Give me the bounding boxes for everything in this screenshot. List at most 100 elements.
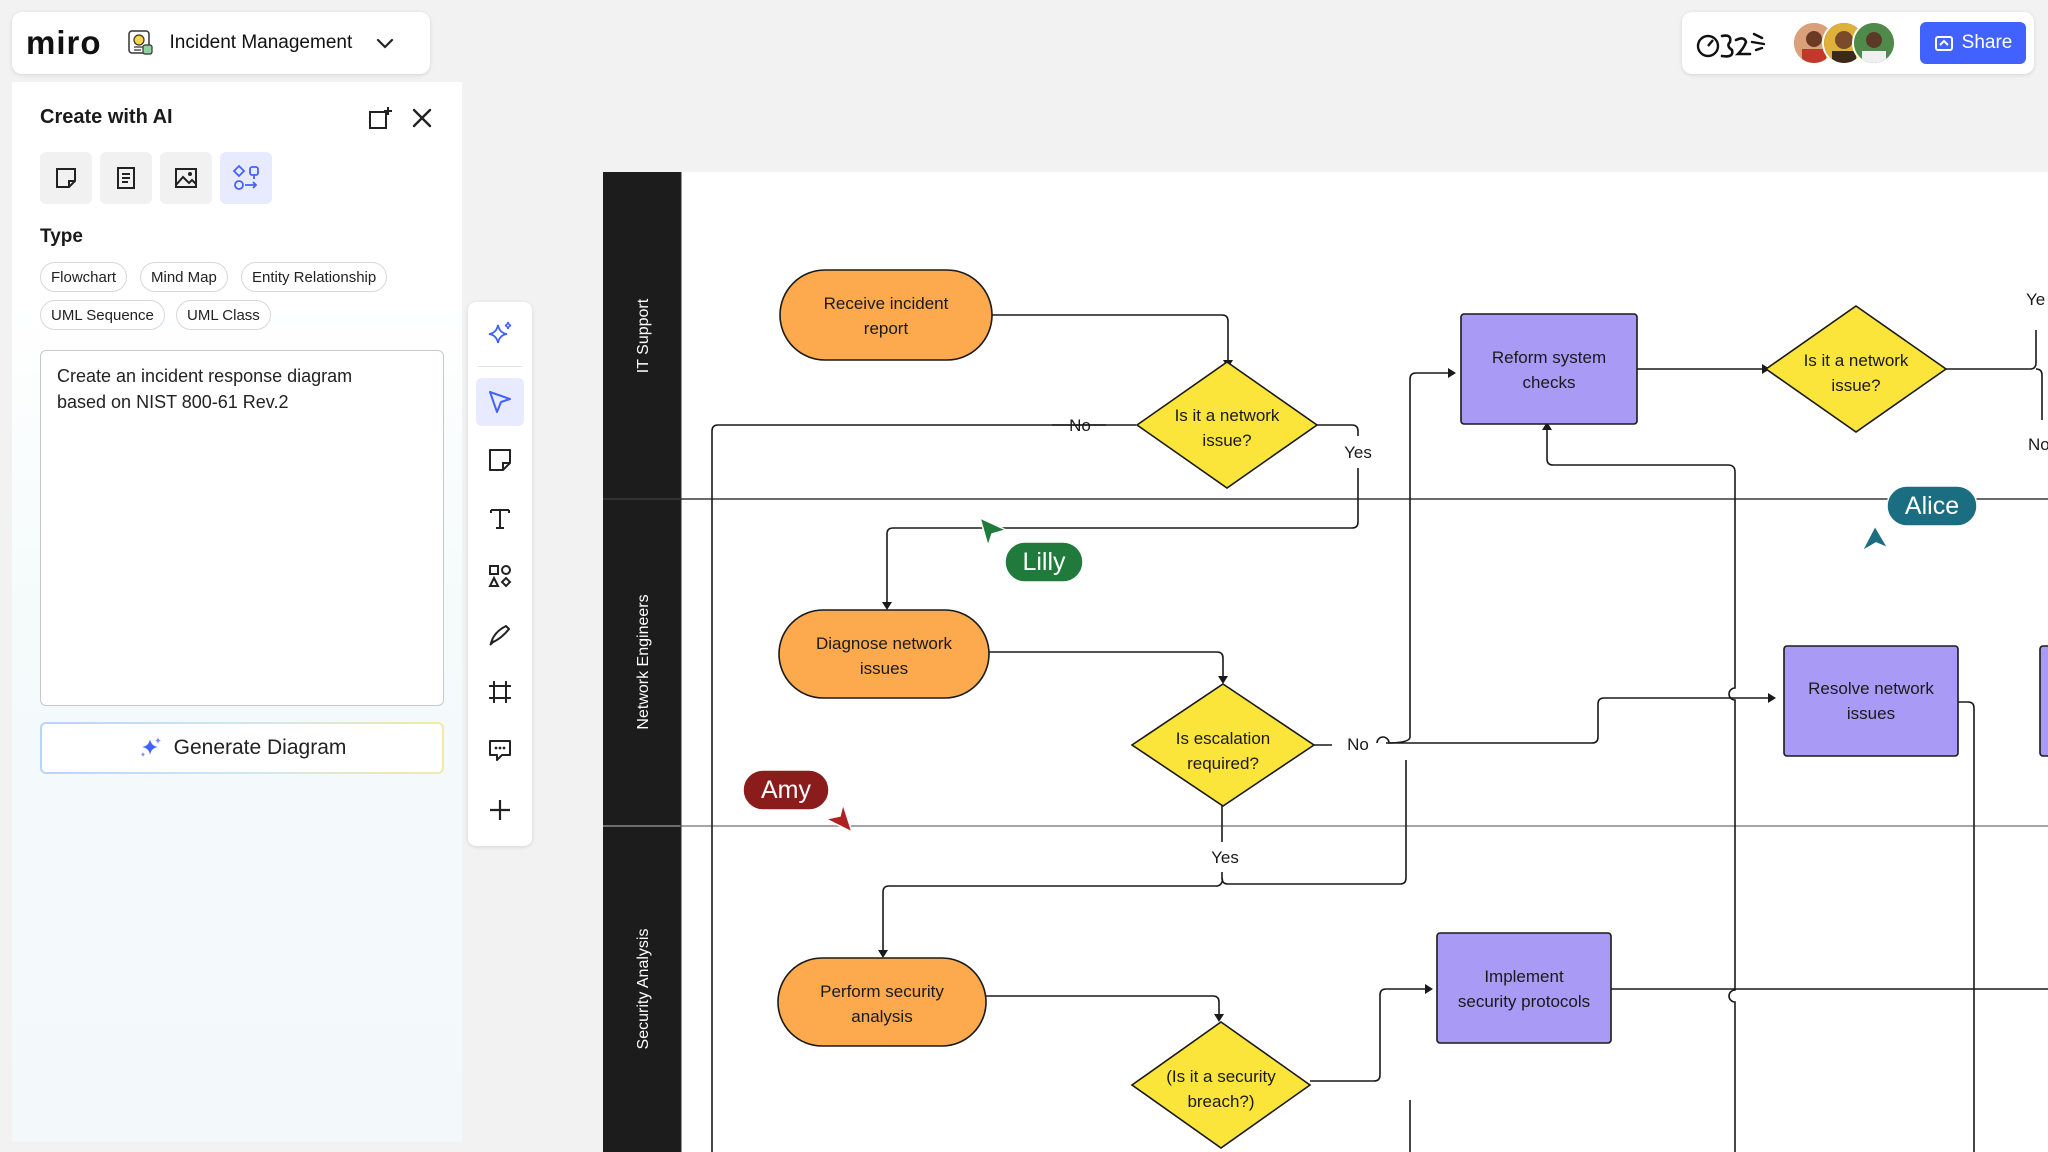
- tool-ai[interactable]: [476, 310, 524, 358]
- edge-label-yes: Yes: [1211, 848, 1239, 867]
- node-resolve-network-issues[interactable]: Resolve network issues: [1783, 645, 1959, 757]
- lane-header-it-support: [603, 172, 681, 499]
- node-text: checks: [1523, 373, 1576, 392]
- lane-label-security-analysis: Security Analysis: [635, 929, 652, 1050]
- tool-more[interactable]: [476, 786, 524, 834]
- decision-is-network-issue[interactable]: Is it a network issue?: [1135, 361, 1319, 489]
- miro-logo[interactable]: miro: [26, 24, 102, 61]
- type-chip-mind-map[interactable]: Mind Map: [140, 262, 228, 292]
- chevron-down-icon[interactable]: [374, 32, 396, 54]
- ai-sparkle-icon: [488, 321, 512, 344]
- sparkle-icon: [140, 737, 161, 757]
- cursor-lilly: Lilly: [978, 516, 1084, 583]
- node-receive-incident-report[interactable]: Receive incident report: [779, 269, 993, 361]
- share-button[interactable]: Share: [1920, 22, 2026, 64]
- tool-sticky-note[interactable]: [476, 436, 524, 484]
- node-text: Is it a network: [1804, 351, 1909, 370]
- tool-text[interactable]: [476, 494, 524, 542]
- comment-icon: [489, 740, 511, 761]
- new-board-icon[interactable]: [366, 104, 394, 132]
- node-text: Reform system: [1492, 348, 1606, 367]
- decision-is-security-breach[interactable]: (Is it a security breach?): [1130, 1021, 1312, 1149]
- lane-label-network-engineers: Network Engineers: [635, 594, 652, 729]
- frame-icon: [489, 681, 511, 703]
- node-text: analysis: [851, 1007, 912, 1026]
- type-label: Type: [40, 226, 83, 247]
- prompt-line: based on NIST 800-61 Rev.2: [57, 392, 289, 412]
- mode-diagram[interactable]: [220, 152, 272, 204]
- edge-label-no-clipped: No: [2028, 435, 2048, 454]
- mode-document[interactable]: [100, 152, 152, 204]
- node-diagnose-network-issues[interactable]: Diagnose network issues: [778, 609, 990, 699]
- node-text: Resolve network: [1808, 679, 1934, 698]
- text-icon: [490, 509, 510, 529]
- avatar[interactable]: [1852, 21, 1896, 65]
- cursor-name: Alice: [1905, 492, 1959, 520]
- pen-icon: [489, 625, 510, 646]
- decision-is-escalation-required[interactable]: Is escalation required?: [1130, 683, 1316, 807]
- tool-pen[interactable]: [476, 610, 524, 658]
- lane-header-security-analysis: [603, 826, 681, 1152]
- shapes-icon: [488, 565, 512, 588]
- node-text: Is it a network: [1175, 406, 1280, 425]
- node-text: Receive incident: [824, 294, 949, 313]
- tool-comment[interactable]: [476, 726, 524, 774]
- board-name[interactable]: Incident Management: [169, 32, 353, 53]
- edge-label-no: No: [1069, 416, 1091, 435]
- reactions-icon[interactable]: [1696, 26, 1768, 60]
- close-icon[interactable]: [408, 104, 436, 132]
- creation-toolbar: [468, 302, 532, 846]
- type-chip-flowchart[interactable]: Flowchart: [40, 262, 128, 292]
- panel-title: Create with AI: [40, 106, 173, 128]
- sticky-note-icon: [489, 449, 511, 471]
- cursor-amy: Amy: [742, 769, 854, 834]
- node-clipped-edge[interactable]: [2039, 645, 2048, 757]
- sticky-note-icon: [56, 168, 76, 188]
- type-chip-uml-sequence[interactable]: UML Sequence: [40, 300, 165, 330]
- create-with-ai-panel: Create with AI Type Flowchart Mind Map E…: [12, 82, 462, 1142]
- decision-is-network-issue-b[interactable]: Is it a network issue?: [1764, 305, 1948, 433]
- generate-label: Generate Diagram: [173, 736, 347, 759]
- arrowheads: [878, 360, 1776, 1022]
- lane-header-network-engineers: [603, 499, 681, 826]
- type-chip-entity-relationship[interactable]: Entity Relationship: [241, 262, 388, 292]
- select-icon: [489, 391, 511, 413]
- node-implement-security-protocols[interactable]: Implement security protocols: [1436, 932, 1612, 1044]
- cursor-name: Amy: [761, 776, 812, 804]
- node-text: required?: [1187, 754, 1259, 773]
- cursor-alice: Alice: [1860, 485, 1978, 553]
- plus-icon: [490, 800, 510, 820]
- share-label: Share: [1961, 32, 2013, 53]
- generate-diagram-button[interactable]: Generate Diagram: [40, 722, 444, 774]
- type-chip-uml-class[interactable]: UML Class: [176, 300, 271, 330]
- collaboration-bar: Share: [1682, 12, 2034, 74]
- node-text: security protocols: [1458, 992, 1590, 1011]
- mode-sticky-note[interactable]: [40, 152, 92, 204]
- edge-label-no: No: [1347, 735, 1369, 754]
- node-text: Implement: [1484, 967, 1564, 986]
- board-icon: [127, 30, 153, 55]
- node-text: issues: [860, 659, 908, 678]
- tool-frame[interactable]: [476, 668, 524, 716]
- node-reform-system-checks[interactable]: Reform system checks: [1460, 313, 1638, 425]
- share-lock-icon: [1934, 36, 1953, 51]
- node-text: breach?): [1187, 1092, 1254, 1111]
- node-text: (Is it a security: [1166, 1067, 1276, 1086]
- tool-select[interactable]: [476, 378, 524, 426]
- node-text: Diagnose network: [816, 634, 953, 653]
- tool-shapes[interactable]: [476, 552, 524, 600]
- node-text: issue?: [1831, 376, 1880, 395]
- node-text: issues: [1847, 704, 1895, 723]
- prompt-line: Create an incident response diagram: [57, 366, 353, 386]
- prompt-input[interactable]: Create an incident response diagram base…: [40, 350, 444, 706]
- connectors: [711, 314, 2048, 1152]
- document-icon: [117, 167, 135, 189]
- edge-label-yes-clipped: Ye: [2026, 290, 2045, 309]
- node-perform-security-analysis[interactable]: Perform security analysis: [777, 957, 987, 1047]
- diagram-icon: [232, 164, 259, 190]
- node-text: Is escalation: [1176, 729, 1271, 748]
- node-text: report: [864, 319, 909, 338]
- node-text: issue?: [1202, 431, 1251, 450]
- mode-image[interactable]: [160, 152, 212, 204]
